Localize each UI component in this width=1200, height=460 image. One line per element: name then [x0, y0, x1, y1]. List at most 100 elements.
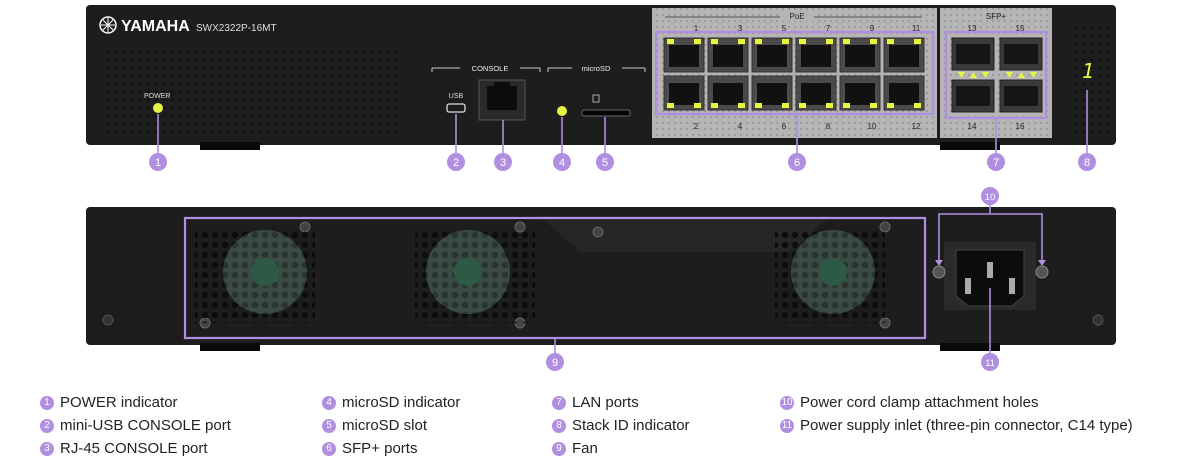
callout-11: 11	[981, 353, 999, 371]
legend-text: LAN ports	[572, 394, 639, 411]
port-led	[755, 39, 762, 44]
sfp-led	[958, 72, 965, 78]
callout-5: 5	[596, 153, 614, 171]
foot	[200, 343, 260, 351]
sfp-port[interactable]	[999, 79, 1043, 113]
port-led	[826, 39, 833, 44]
lan-port[interactable]	[839, 75, 881, 111]
sfp-port[interactable]	[951, 79, 995, 113]
sfp-led	[1006, 72, 1013, 78]
sfp-port-grid	[951, 37, 1043, 113]
lan-port-grid	[663, 37, 925, 111]
inlet-pin	[1009, 278, 1015, 294]
sfp-led	[1030, 72, 1037, 78]
yamaha-logo	[99, 16, 117, 34]
port-led	[782, 39, 789, 44]
screw	[1092, 314, 1104, 326]
lan-port[interactable]	[883, 75, 925, 111]
sfp-port[interactable]	[951, 37, 995, 71]
callout-10: 10	[981, 187, 999, 205]
legend-text: SFP+ ports	[342, 440, 418, 457]
sfp-port-number: 16	[1016, 122, 1025, 131]
legend-number: 6	[322, 441, 336, 456]
port-number: 5	[782, 24, 787, 33]
port-number: 11	[912, 24, 921, 33]
sd-icon	[592, 94, 600, 103]
svg-text:2: 2	[453, 157, 459, 169]
port-number: 3	[738, 24, 743, 33]
callout-7: 7	[987, 153, 1005, 171]
sfp-led	[982, 72, 989, 78]
port-led	[711, 39, 718, 44]
lan-port[interactable]	[751, 75, 793, 111]
legend-text: Power supply inlet (three-pin connector,…	[800, 417, 1133, 434]
lan-port[interactable]	[663, 37, 705, 73]
svg-text:11: 11	[985, 358, 995, 369]
rear-panel	[86, 207, 1116, 351]
callout-6: 6	[788, 153, 806, 171]
port-number: 4	[738, 122, 743, 131]
legend-number: 2	[40, 418, 54, 433]
svg-text:10: 10	[985, 192, 996, 203]
svg-text:1: 1	[155, 157, 161, 169]
lan-port[interactable]	[707, 75, 749, 111]
fan-right	[775, 228, 885, 323]
inlet-pin	[965, 278, 971, 294]
sfp-led	[970, 72, 977, 78]
legend-item: 6 SFP+ ports	[322, 440, 417, 457]
callout-2: 2	[447, 153, 465, 171]
mini-usb-port[interactable]	[446, 103, 466, 113]
sfp-led	[1018, 72, 1025, 78]
svg-text:5: 5	[602, 157, 608, 169]
callout-3: 3	[494, 153, 512, 171]
legend-number: 4	[322, 395, 336, 410]
usb-label: USB	[449, 93, 464, 100]
front-vent-right	[1070, 20, 1110, 140]
lan-port[interactable]	[795, 75, 837, 111]
port-led	[843, 39, 850, 44]
sfp-label: SFP+	[986, 12, 1007, 21]
port-number: 1	[694, 24, 699, 33]
lan-port[interactable]	[839, 37, 881, 73]
port-led	[711, 103, 718, 108]
legend-item: 11 Power supply inlet (three-pin connecto…	[780, 417, 1133, 434]
lan-port[interactable]	[707, 37, 749, 73]
lan-port[interactable]	[795, 37, 837, 73]
legend-text: microSD slot	[342, 417, 428, 434]
port-number: 9	[870, 24, 875, 33]
model-name: SWX2322P-16MT	[196, 23, 277, 34]
legend-number: 11	[780, 418, 794, 433]
microsd-slot[interactable]	[581, 109, 631, 117]
port-led	[826, 103, 833, 108]
lan-port[interactable]	[883, 37, 925, 73]
power-led	[153, 103, 163, 113]
callout-badges: 1 2 3 4 5 6 7 8 9 10 11	[149, 153, 1096, 371]
port-number: 8	[826, 122, 831, 131]
console-label: CONSOLE	[472, 64, 509, 73]
legend-number: 5	[322, 418, 336, 433]
legend-item: 1 POWER indicator	[40, 394, 178, 411]
legend-text: POWER indicator	[60, 394, 178, 411]
fan-middle	[415, 228, 535, 323]
svg-text:8: 8	[1084, 157, 1090, 169]
stack-id-indicator: 1	[1082, 59, 1094, 83]
legend-text: Power cord clamp attachment holes	[800, 394, 1039, 411]
lan-port[interactable]	[751, 37, 793, 73]
legend-number: 1	[40, 395, 54, 410]
svg-text:9: 9	[552, 357, 558, 369]
clamp-hole-right	[1035, 265, 1049, 279]
sfp-port[interactable]	[999, 37, 1043, 71]
port-led	[870, 39, 877, 44]
port-led	[870, 103, 877, 108]
legend-number: 7	[552, 395, 566, 410]
legend-text: Fan	[572, 440, 598, 457]
port-number: 12	[912, 122, 921, 131]
svg-text:6: 6	[794, 157, 800, 169]
lan-port[interactable]	[663, 75, 705, 111]
